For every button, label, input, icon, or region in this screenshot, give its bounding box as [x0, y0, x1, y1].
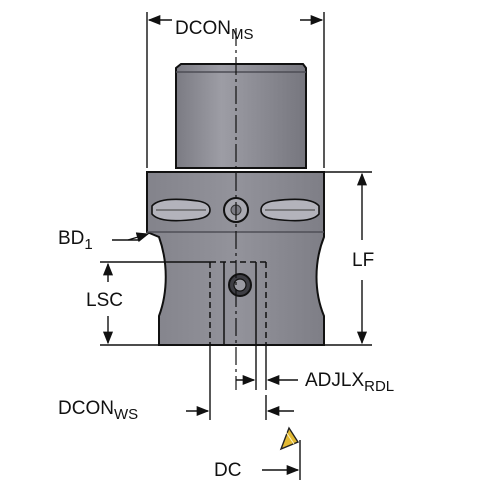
adjlx-rdl-label: ADJLXRDL [305, 370, 394, 395]
lf-label: LF [352, 250, 374, 271]
lf-dimension [324, 171, 372, 346]
dcon-ws-label: DCONWS [58, 398, 138, 423]
screw-socket [233, 278, 247, 292]
cutting-insert [279, 426, 300, 451]
bore-detail-lines [223, 262, 257, 345]
lsc-label: LSC [86, 290, 123, 311]
shank [175, 63, 307, 169]
hidden-bore-lines [209, 261, 267, 345]
bd1-label: BD1 [58, 228, 93, 253]
dc-label: DC [214, 460, 241, 481]
bd1-dimension [112, 232, 150, 243]
dcon-ws-dimension [186, 345, 294, 420]
dcon-ms-label: DCONMS [175, 18, 253, 43]
adjlx-rdl-dimension [236, 345, 298, 390]
dc-dimension [262, 440, 301, 480]
dcon-ms-dimension [146, 12, 325, 168]
insert-highlight [285, 431, 295, 445]
lsc-dimension [100, 261, 210, 346]
